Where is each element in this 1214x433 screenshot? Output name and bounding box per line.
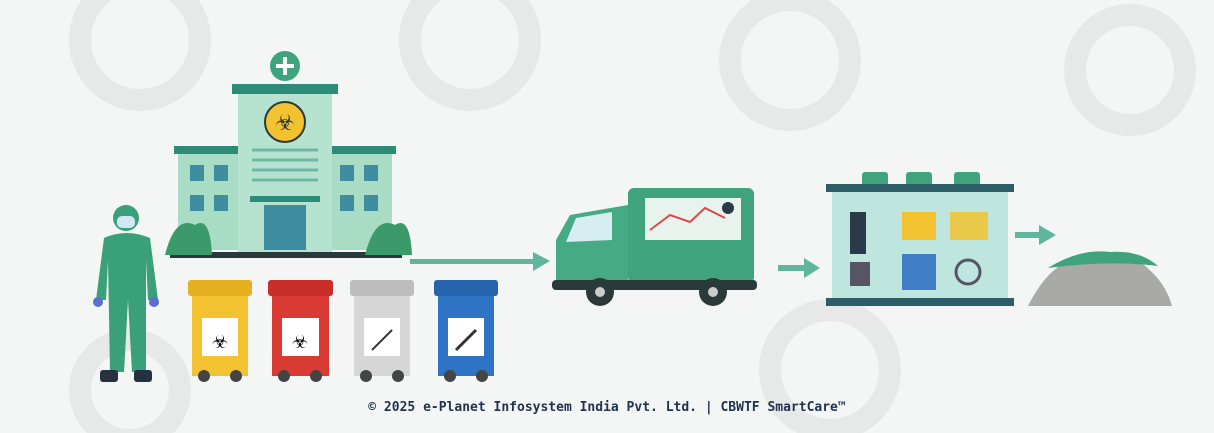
arrow-right-icon <box>410 252 550 271</box>
hospital-building: ☣ <box>165 51 412 258</box>
protective-suit-worker <box>93 205 159 382</box>
yellow-waste-bin: ☣ <box>188 280 252 382</box>
copyright-footer: © 2025 e-Planet Infosystem India Pvt. Lt… <box>368 400 846 415</box>
svg-text:☣: ☣ <box>212 332 228 353</box>
arrow-right-icon <box>1015 225 1056 245</box>
treated-residue-pile <box>1028 251 1172 306</box>
transport-truck <box>552 188 757 306</box>
svg-text:☣: ☣ <box>292 332 308 353</box>
red-waste-bin: ☣ <box>268 280 333 382</box>
arrow-right-icon <box>778 258 820 278</box>
biohazard-icon <box>264 101 306 143</box>
map-pin-icon <box>722 202 734 214</box>
blue-waste-bin <box>434 280 498 382</box>
biohazard-watermarks <box>69 0 1196 433</box>
svg-text:☣: ☣ <box>275 111 295 136</box>
white-sharps-bin <box>350 280 414 382</box>
treatment-facility <box>826 172 1014 306</box>
